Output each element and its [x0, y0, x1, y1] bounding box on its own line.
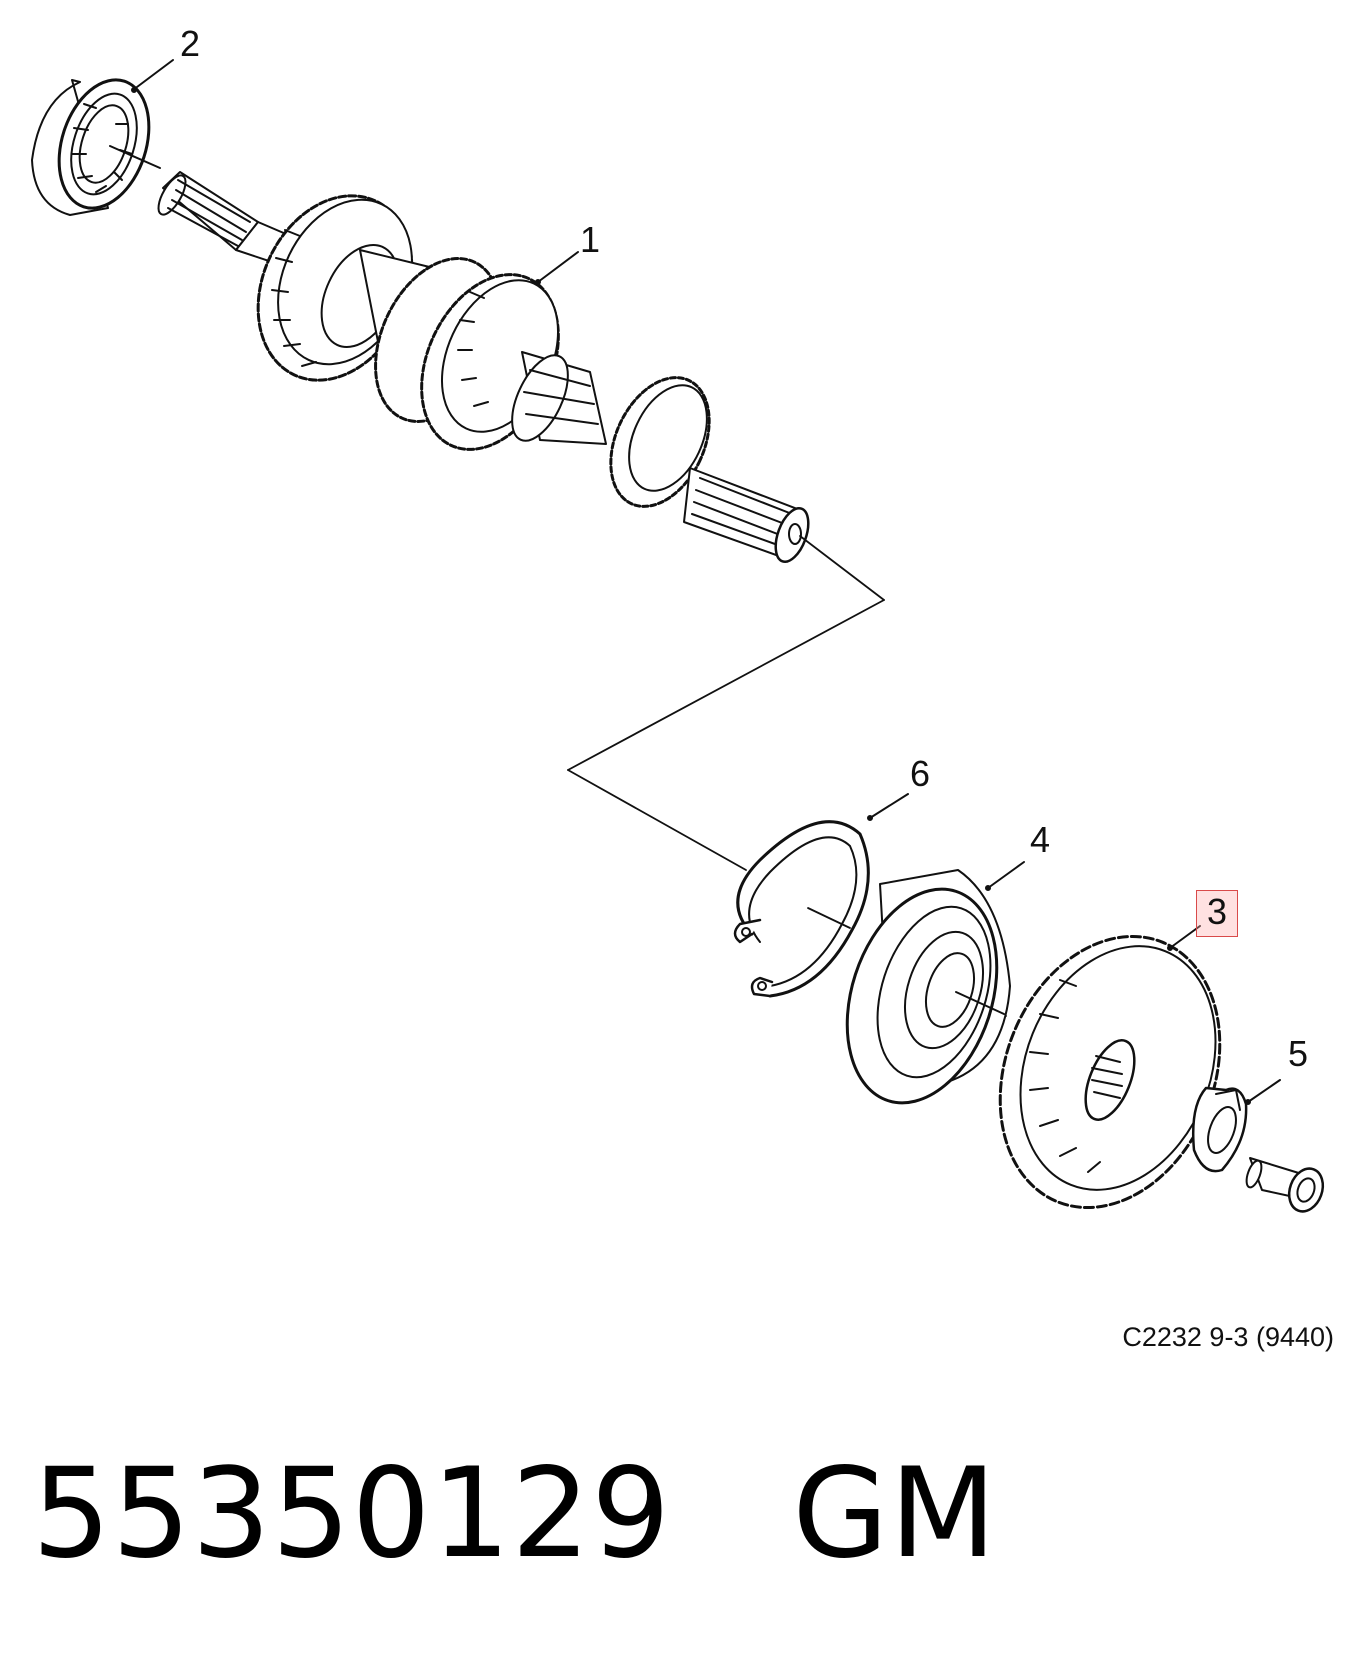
bolt [1245, 1157, 1325, 1213]
callout-1: 1 [580, 219, 601, 260]
brand-name: GM [792, 1442, 998, 1586]
callout-4: 4 [1030, 819, 1051, 860]
helical-gear-3 [998, 925, 1222, 1210]
part-number-caption: 55350129 GM [32, 1452, 997, 1576]
caption-spacer [671, 1442, 792, 1586]
main-shaft-1 [157, 171, 810, 563]
part-number: 55350129 [32, 1442, 672, 1586]
roller-bearing-2 [31, 59, 174, 216]
callout-3-highlighted: 3 [1196, 890, 1239, 937]
snap-ring-6 [733, 793, 909, 998]
diagram-reference-code: C2232 9-3 (9440) [1122, 1322, 1334, 1352]
lock-washer-5 [1191, 1079, 1281, 1173]
ball-bearing-4 [845, 861, 1025, 1105]
callout-5: 5 [1288, 1033, 1309, 1074]
callout-2: 2 [180, 23, 201, 64]
callout-6: 6 [910, 753, 931, 794]
